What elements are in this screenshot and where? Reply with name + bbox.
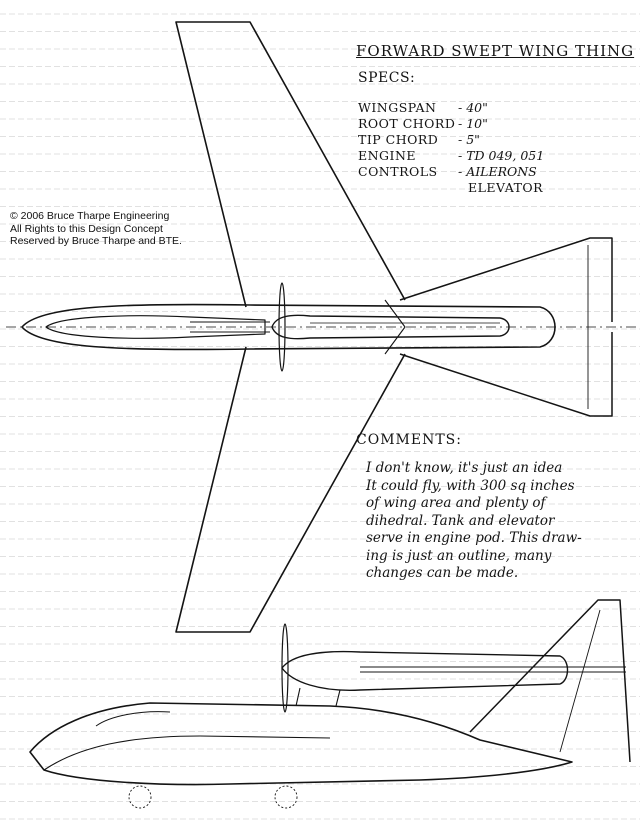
comment-line: serve in engine pod. This draw- (366, 530, 582, 546)
upper-wing-outline (175, 21, 406, 308)
horizontal-tail-upper (399, 237, 613, 322)
comments-body: I don't know, it's just an idea It could… (366, 460, 616, 583)
comment-line: It could fly, with 300 sq inches (366, 477, 575, 494)
spec-row-wingspan: WINGSPAN - 40" (358, 100, 488, 115)
side-nose-detail (95, 711, 171, 727)
lower-wing-outline (175, 346, 406, 633)
fuselage-outline (21, 303, 556, 351)
spec-row-tip-chord: TIP CHORD - 5" (358, 132, 480, 147)
copyright-line: © 2006 Bruce Tharpe Engineering (10, 210, 170, 222)
spec-label: TIP CHORD (358, 132, 439, 147)
spec-value: - TD 049, 051 (458, 148, 545, 163)
engine-pod-outline (271, 314, 510, 340)
rear-wheel (274, 785, 298, 809)
spec-row-root-chord: ROOT CHORD- 10" (358, 116, 488, 131)
front-wheel (128, 785, 152, 809)
inner-tank-outline (45, 315, 266, 339)
top-propeller (278, 282, 286, 372)
comment-line: I don't know, it's just an idea (366, 460, 563, 476)
horizontal-tail-lower (399, 332, 613, 417)
spec-value: - AILERONS (458, 164, 537, 179)
copyright-line: All Rights to this Design Concept (10, 222, 163, 235)
copyright-notice: © 2006 Bruce Tharpe Engineering All Righ… (10, 210, 182, 248)
engine-pylon (295, 687, 341, 707)
spec-value: ELEVATOR (468, 180, 544, 195)
spec-value: - 10" (458, 116, 488, 131)
rudder-hinge-line (559, 609, 601, 753)
spec-value: - 5" (458, 132, 480, 147)
spec-label: CONTROLS (358, 164, 438, 179)
comments-heading: COMMENTS: (356, 432, 462, 448)
comment-line: dihedral. Tank and elevator (366, 512, 555, 529)
comment-line: of wing area and plenty of (366, 495, 546, 511)
comment-line: ing is just an outline, many (366, 547, 552, 564)
spec-value: - 40" (458, 100, 488, 115)
spec-label: ROOT CHORD (358, 116, 456, 131)
side-engine-pod (281, 650, 569, 691)
side-propeller (281, 623, 289, 713)
side-view-drawing (29, 599, 631, 809)
spec-row-controls-elevator: ELEVATOR (468, 180, 543, 195)
specs-heading: SPECS: (358, 70, 416, 86)
spec-label: ENGINE (358, 148, 417, 163)
side-fuselage-outline (29, 702, 573, 786)
vertical-tail-outline (469, 599, 631, 763)
spec-row-controls: CONTROLS - AILERONS (358, 164, 537, 179)
ruled-paper-lines (0, 13, 640, 820)
side-canopy-line (43, 735, 331, 771)
wing-root-fillet (384, 299, 406, 355)
spec-label: WINGSPAN (358, 100, 437, 115)
comment-line: changes can be made. (366, 565, 519, 581)
top-view-drawing (6, 21, 640, 633)
spec-row-engine: ENGINE - TD 049, 051 (358, 148, 544, 163)
copyright-line: Reserved by Bruce Tharpe and BTE. (10, 235, 182, 247)
drawing-title: FORWARD SWEPT WING THING (356, 42, 635, 60)
